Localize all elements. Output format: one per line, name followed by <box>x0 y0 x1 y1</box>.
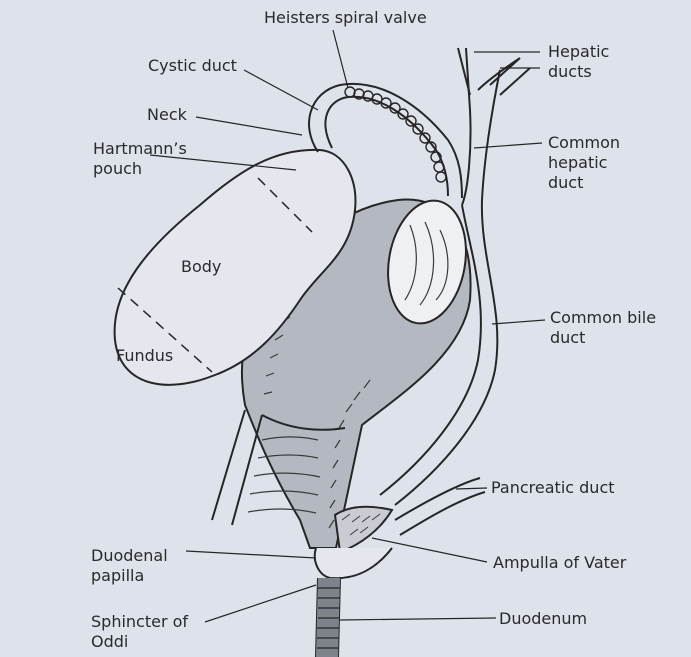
duodenal-wall-folds <box>247 436 321 514</box>
label-heisters-spiral-valve: Heisters spiral valve <box>264 8 427 27</box>
duodenal-wall-section <box>211 409 346 526</box>
label-common-bile-duct-line1: Common bile <box>550 308 657 327</box>
neck-body-divider <box>257 177 313 233</box>
label-hartmanns-pouch-line2: pouch <box>93 159 143 178</box>
gallbladder <box>113 148 357 386</box>
label-fundus: Fundus <box>116 346 174 365</box>
duodenum-lumen <box>387 199 467 325</box>
duodenal-papilla <box>313 547 393 580</box>
label-sphincter-of-oddi-line2: Oddi <box>91 632 129 651</box>
leader-lines <box>149 29 546 623</box>
label-duodenal-papilla-line1: Duodenal <box>91 546 168 565</box>
label-sphincter-of-oddi-line1: Sphincter of <box>91 612 189 631</box>
label-common-hepatic-duct-line2: hepatic <box>548 153 608 172</box>
sphincter-rings <box>317 587 340 649</box>
heisters-spiral-valve-coils <box>344 86 447 183</box>
label-common-bile-duct-line2: duct <box>550 328 586 347</box>
label-common-hepatic-duct-line3: duct <box>548 173 584 192</box>
pancreatic-duct <box>394 477 486 536</box>
body-fundus-divider <box>117 287 213 373</box>
label-neck: Neck <box>147 105 187 124</box>
label-common-hepatic-duct-line1: Common <box>548 133 621 152</box>
ampulla-hatching <box>341 513 381 536</box>
common-bile-duct <box>379 47 501 506</box>
label-cystic-duct: Cystic duct <box>148 56 237 75</box>
label-body: Body <box>181 257 222 276</box>
label-duodenum: Duodenum <box>499 609 588 628</box>
ampulla-of-vater <box>333 505 394 554</box>
cystic-duct <box>308 82 463 199</box>
hepatic-duct-branches <box>457 47 531 96</box>
label-pancreatic-duct: Pancreatic duct <box>491 478 615 497</box>
label-hepatic-ducts-line2: ducts <box>548 62 592 81</box>
label-duodenal-papilla-line2: papilla <box>91 566 145 585</box>
label-hartmanns-pouch-line1: Hartmann’s <box>93 139 187 158</box>
label-hepatic-ducts-line1: Hepatic <box>548 42 610 61</box>
label-ampulla-of-vater: Ampulla of Vater <box>493 553 627 572</box>
